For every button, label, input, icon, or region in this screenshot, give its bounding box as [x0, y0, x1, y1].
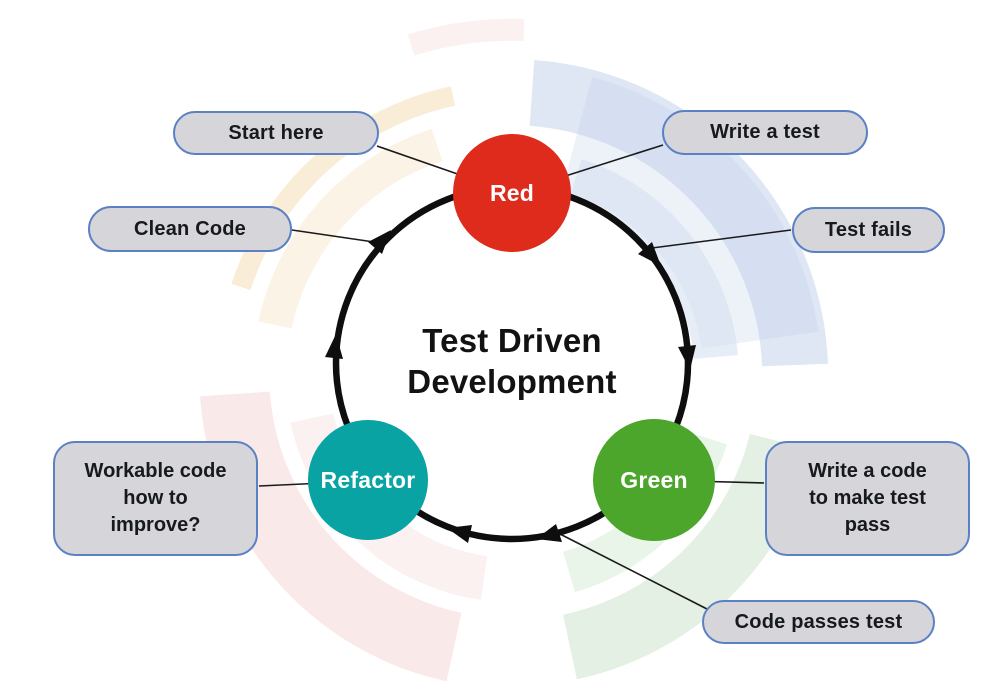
callout-clean-code-label: Clean Code [133, 217, 247, 240]
connector-clean-code [291, 229, 375, 243]
callout-clean-code: Clean Code [88, 206, 292, 252]
diagram-title-line1: Test Driven [422, 322, 602, 359]
node-green-label: Green [620, 466, 688, 493]
callout-write-code-line1: Write a code [808, 460, 927, 482]
callout-workable-code-line2: how to [123, 487, 188, 509]
callout-write-code: Write a code to make test pass [765, 441, 970, 556]
watermark-pink-arc-top [407, 18, 525, 56]
connector-code-passes-test [557, 532, 708, 610]
arrow-top-right-icon [638, 242, 661, 266]
arrow-right-icon [678, 345, 696, 370]
node-green: Green [593, 419, 715, 541]
node-refactor-label: Refactor [320, 466, 416, 493]
callout-workable-code-line3: improve? [110, 514, 201, 536]
callout-write-a-test-label: Write a test [710, 121, 820, 143]
callout-test-fails: Test fails [792, 207, 945, 253]
connector-lines [258, 144, 792, 610]
callout-workable-code: Workable code how to improve? [53, 441, 258, 556]
node-red: Red [453, 134, 571, 252]
connector-test-fails [651, 229, 792, 249]
diagram-title: Test Driven Development [362, 320, 662, 402]
cycle-arrows [325, 230, 696, 543]
watermark-blue-arc-inner [567, 159, 738, 360]
arrow-left-icon [325, 334, 343, 359]
callout-write-code-line3: pass [844, 514, 891, 536]
callout-code-passes-test-label: Code passes test [734, 610, 903, 633]
node-refactor: Refactor [308, 420, 428, 540]
watermark-yellow-arc-inner [258, 128, 443, 329]
callout-workable-code-line1: Workable code [84, 460, 227, 482]
arrow-left-upper-icon [368, 230, 391, 254]
callout-test-fails-label: Test fails [824, 218, 913, 241]
callout-write-code-line2: to make test [809, 487, 926, 509]
callout-code-passes-test: Code passes test [702, 600, 935, 644]
watermark-blue-arc-outer [529, 60, 828, 367]
diagram-title-line2: Development [407, 363, 617, 400]
callout-start-here: Start here [173, 111, 379, 155]
callout-start-here-label: Start here [228, 121, 324, 144]
arrow-bottom-left-icon [447, 525, 472, 543]
arrow-bottom-right-icon [536, 524, 562, 542]
callout-write-a-test: Write a test [662, 110, 868, 155]
node-red-label: Red [489, 179, 535, 206]
